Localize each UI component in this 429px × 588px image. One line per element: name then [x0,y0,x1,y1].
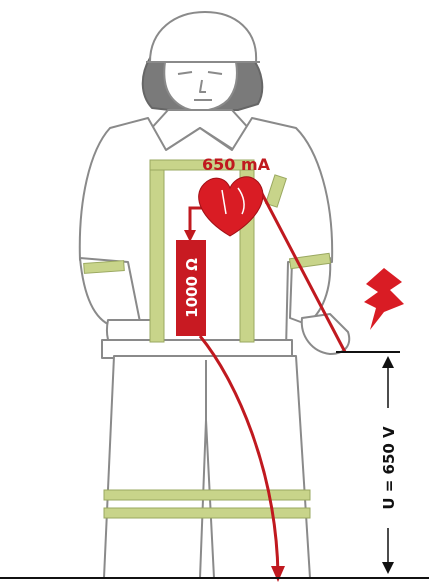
jacket-stripe-left-vertical [150,160,164,342]
trouser-stripe-upper [104,490,310,500]
voltage-arrow-up [382,356,394,368]
resistance-label: 1000 Ω [183,258,201,318]
left-arm-stripe [84,261,125,274]
trouser-stripe-lower [104,508,310,518]
current-label: 650 mA [202,155,271,174]
lightning-bolt-icon [364,268,404,330]
voltage-label: U = 650 V [380,426,398,510]
helmet [150,12,256,62]
voltage-arrow-down [382,562,394,574]
